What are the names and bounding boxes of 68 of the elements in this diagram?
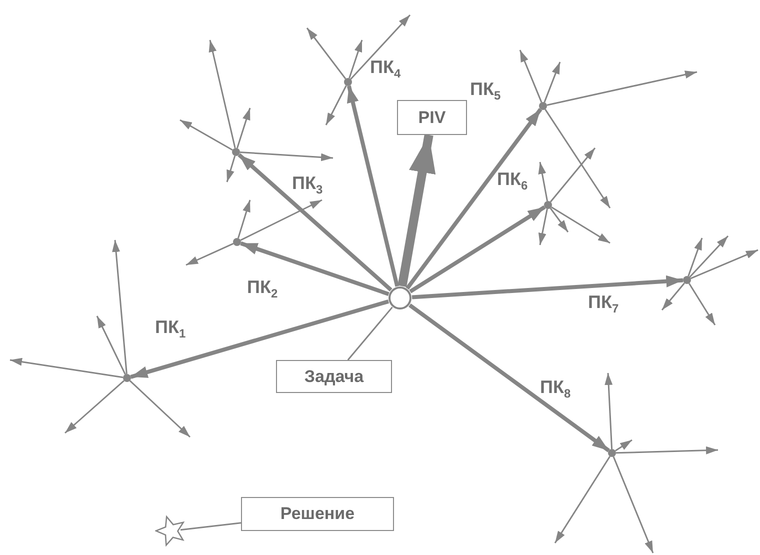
junction-dot	[544, 201, 552, 209]
arrow	[538, 162, 548, 202]
edge-label: ПК$_{3}$	[292, 174, 323, 196]
arrow	[688, 283, 716, 326]
arrow	[615, 439, 632, 452]
edge-label: ПК$_{5}$	[470, 80, 501, 102]
text-box: Задача	[276, 360, 392, 393]
junction-dot	[539, 102, 547, 110]
arrow	[325, 85, 347, 126]
star-icon	[155, 515, 187, 547]
junction-dot	[344, 78, 352, 86]
arrow	[546, 70, 698, 106]
center-circle	[388, 286, 412, 310]
arrow	[538, 208, 548, 246]
edge-label: ПК$_{4}$	[370, 58, 401, 80]
junction-dot	[608, 449, 616, 457]
arrow	[306, 28, 346, 80]
leader-line	[180, 522, 242, 531]
arrow	[186, 242, 234, 266]
arrow	[112, 240, 128, 374]
junction-dot	[683, 276, 691, 284]
arrow	[689, 235, 729, 278]
edge-label: ПК$_{8}$	[540, 378, 571, 400]
arrow	[412, 275, 684, 300]
arrow	[544, 62, 561, 103]
arrow	[551, 206, 610, 244]
arrow	[688, 238, 703, 276]
arrow	[350, 14, 411, 80]
arrow	[690, 249, 758, 280]
leader-line	[347, 306, 393, 360]
junction-dot	[123, 374, 131, 382]
arrow	[612, 456, 654, 554]
arrow	[409, 205, 546, 294]
edge-label: ПК$_{2}$	[247, 278, 278, 300]
arrow	[544, 108, 611, 208]
arrow	[180, 119, 233, 151]
arrow	[208, 40, 236, 148]
arrow	[406, 108, 542, 290]
arrow	[550, 208, 569, 232]
arrow	[226, 156, 236, 182]
edge-label: ПК$_{1}$	[155, 318, 186, 340]
arrow	[604, 372, 613, 450]
text-box: Решение	[241, 497, 394, 531]
arrow	[240, 199, 322, 241]
arrow	[236, 108, 251, 148]
arrow	[398, 134, 436, 287]
arrow	[346, 85, 400, 287]
arrow	[519, 50, 542, 103]
arrow	[96, 316, 126, 375]
arrow	[348, 40, 363, 78]
arrow	[240, 151, 334, 162]
junction-dot	[233, 238, 241, 246]
arrow	[238, 153, 392, 292]
arrow	[408, 303, 610, 452]
arrow	[129, 380, 191, 438]
arrow	[10, 358, 124, 378]
arrow	[240, 241, 390, 296]
arrow	[130, 299, 390, 379]
junction-dot	[232, 148, 240, 156]
text-box: PIV	[397, 100, 467, 135]
edge-label: ПК$_{6}$	[497, 170, 528, 192]
arrow	[616, 446, 718, 454]
arrow	[550, 148, 596, 202]
arrow	[661, 282, 685, 310]
arrow	[554, 456, 611, 544]
edge-label: ПК$_{7}$	[588, 293, 619, 315]
arrow	[64, 380, 124, 434]
arrow	[237, 200, 251, 238]
